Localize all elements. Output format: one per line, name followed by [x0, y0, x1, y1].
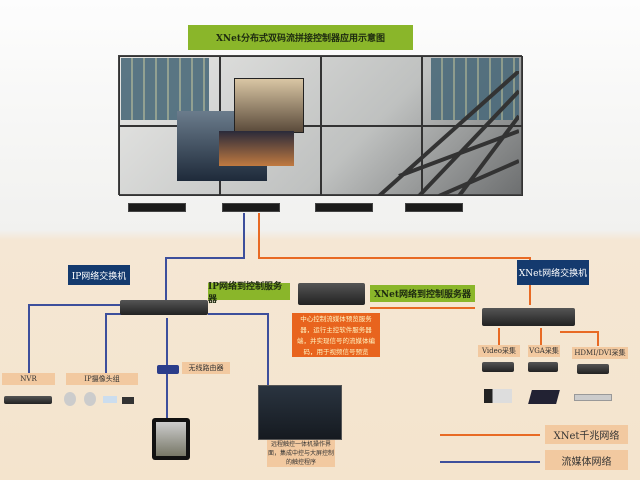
- legend-xnet-line: [440, 434, 540, 436]
- xnet-switch-label: XNet网络交换机: [517, 260, 589, 285]
- capture-box: [482, 362, 514, 372]
- touch-panel-screen: [258, 385, 342, 440]
- decoder: [128, 203, 186, 212]
- xnet-line: [258, 257, 530, 259]
- camera-icon: [64, 392, 76, 406]
- decoder: [405, 203, 463, 212]
- stream-line: [165, 257, 245, 259]
- ip-to-server-label: IP网络到控制服务器: [208, 282, 290, 305]
- xnet-line: [597, 331, 599, 346]
- control-server: [298, 283, 365, 305]
- xnet-line: [498, 328, 500, 346]
- ip-camera-label: IP摄像头组: [66, 373, 138, 385]
- xnet-line: [540, 328, 542, 346]
- xnet-to-server-label: XNet网络到控制服务器: [370, 285, 475, 302]
- nvr-label: NVR: [2, 373, 55, 385]
- vga-capture-label: VGA采集: [528, 345, 560, 357]
- stream-line: [105, 313, 123, 315]
- stream-line: [165, 257, 167, 302]
- stream-line: [28, 304, 30, 374]
- ip-switch-label: IP网络交换机: [68, 265, 130, 285]
- stream-line: [208, 313, 268, 315]
- video-capture-label: Video采集: [478, 345, 520, 357]
- window-image: [219, 131, 294, 166]
- camera-icon: [84, 392, 96, 406]
- nvr-device: [4, 396, 52, 404]
- hdmi-capture-label: HDMI/DVI采集: [572, 347, 628, 359]
- dvd-player-icon: [574, 394, 612, 401]
- legend-stream-label: 流媒体网络: [545, 450, 628, 470]
- decoder: [222, 203, 280, 212]
- capture-box: [528, 362, 558, 372]
- stream-line: [28, 304, 123, 306]
- stream-line: [105, 313, 107, 373]
- laptop-icon: [528, 390, 560, 404]
- ip-switch: [120, 300, 208, 315]
- decoder: [315, 203, 373, 212]
- xnet-switch: [482, 308, 575, 326]
- router-label: 无线路由器: [182, 362, 230, 374]
- legend-xnet-label: XNet千兆网络: [545, 425, 628, 444]
- stream-line: [267, 313, 269, 385]
- diagram-title: XNet分布式双码流拼接控制器应用示意图: [188, 25, 413, 50]
- camera-icon: [103, 396, 117, 403]
- preview-thumbnails-right: [431, 58, 519, 120]
- capture-box: [577, 364, 609, 374]
- xnet-line: [258, 213, 260, 258]
- tower-image: [377, 71, 519, 196]
- router-icon: [157, 365, 179, 374]
- camera-icon: [122, 397, 134, 404]
- xnet-line: [560, 331, 598, 333]
- tablet-icon: [152, 418, 190, 460]
- legend-stream-line: [440, 461, 540, 463]
- server-description: 中心控制流媒体预览服务器，运行主控软件服务器端，并实现信号的流媒体编码，用于视频…: [292, 313, 380, 357]
- xnet-line: [370, 307, 475, 309]
- video-wall: [118, 55, 523, 196]
- touch-panel-description: 远程触控一体机操作界面，集成中控与大屏控制的触控程序: [267, 440, 335, 467]
- stream-line: [243, 213, 245, 258]
- window-image: [234, 78, 304, 133]
- preview-thumbnails-left: [121, 58, 209, 120]
- camera-icon: [484, 389, 512, 403]
